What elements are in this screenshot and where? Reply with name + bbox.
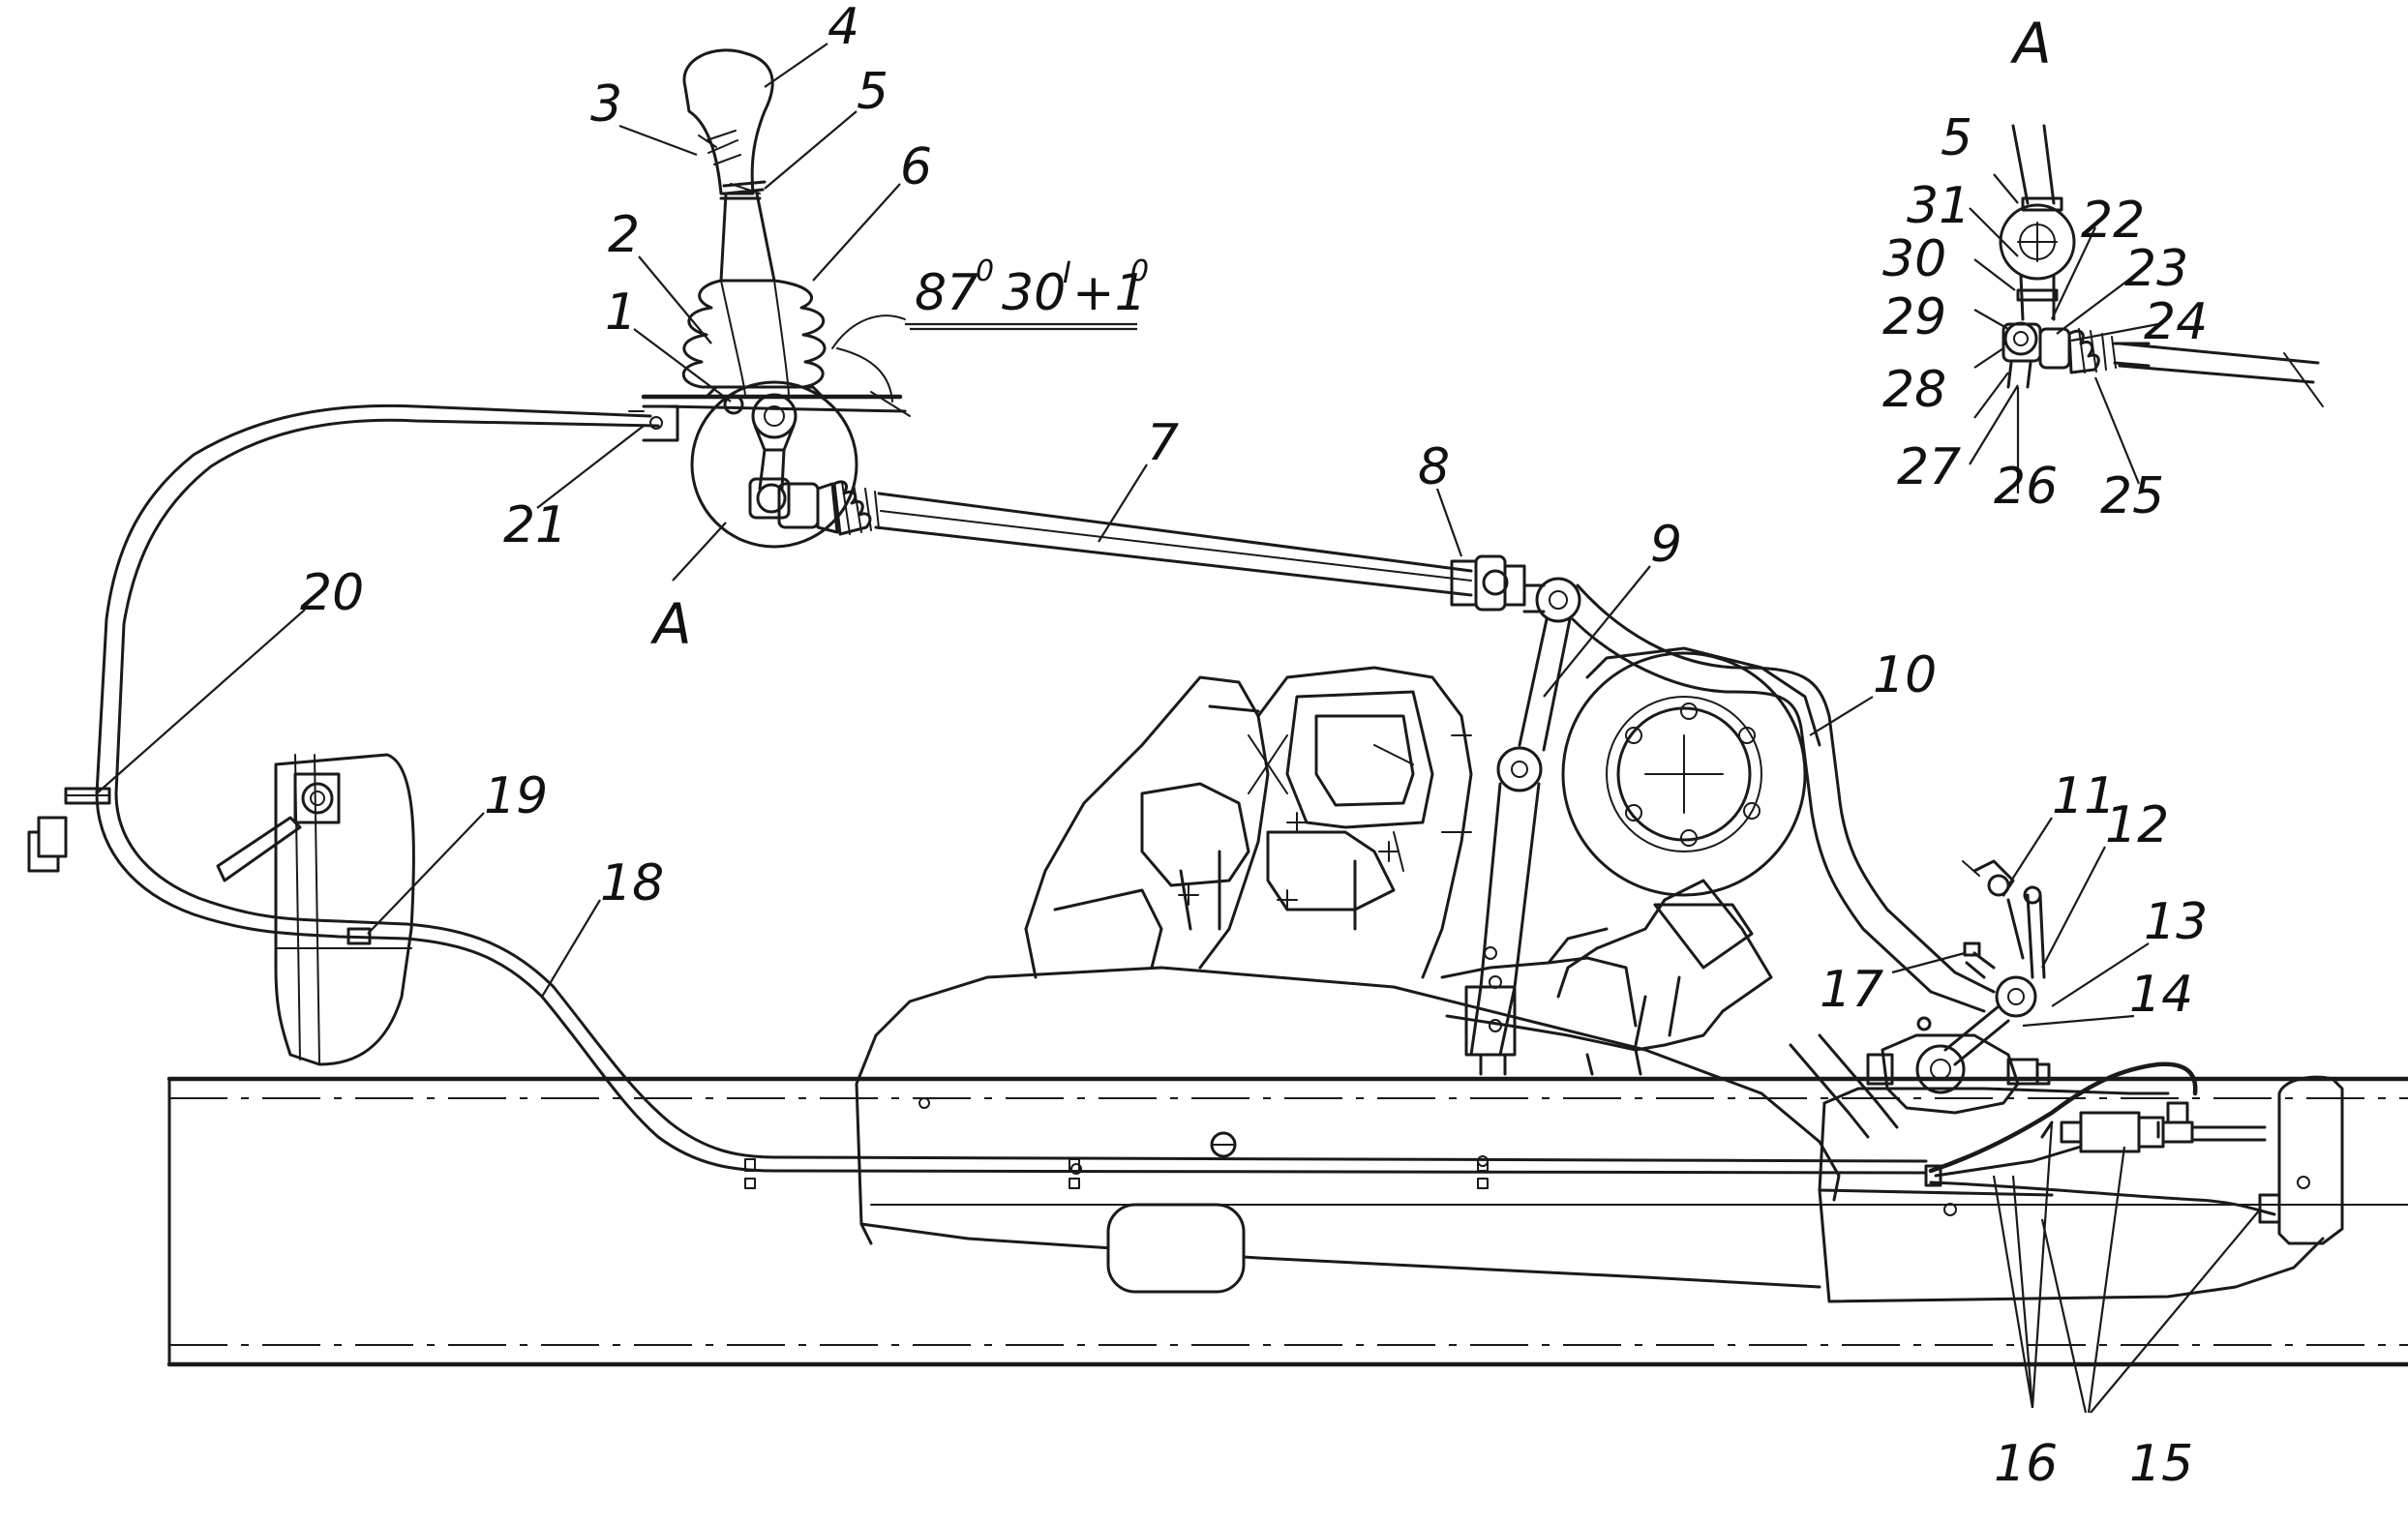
- angle-annotation: 87 0 30 I +1 0: [905, 254, 1149, 326]
- joint-a: [690, 380, 880, 549]
- label-11: 11: [2052, 767, 2116, 825]
- angle-deg-sup: 0: [976, 254, 994, 288]
- label-28: 28: [1882, 361, 1946, 419]
- label-14: 14: [2129, 966, 2193, 1024]
- label-20: 20: [300, 564, 364, 622]
- rod-10: [1571, 583, 1996, 1013]
- pneumatic-cylinder: [1818, 1061, 2344, 1303]
- label-5: 5: [857, 63, 888, 121]
- view-marker-a: A: [649, 591, 692, 657]
- view-marker-a-detail: A: [2009, 11, 2052, 76]
- label-30: 30: [1882, 230, 1946, 288]
- label-17: 17: [1820, 961, 1883, 1019]
- rod-7: [874, 492, 1526, 612]
- label-16: 16: [1994, 1435, 2058, 1493]
- cable-bracket-20: [27, 787, 111, 873]
- leader-lines: [96, 43, 2261, 1414]
- label-7: 7: [1147, 414, 1179, 472]
- label-19: 19: [484, 767, 548, 825]
- detail-view-a: [1999, 124, 2324, 407]
- angle-min-sup: I: [1063, 256, 1071, 290]
- label-9: 9: [1650, 516, 1682, 574]
- cable-18: [95, 403, 1928, 1175]
- label-4: 4: [828, 0, 859, 56]
- label-25: 25: [2100, 467, 2164, 525]
- angle-tol: +1: [1072, 264, 1147, 322]
- label-8: 8: [1418, 438, 1450, 496]
- label-24: 24: [2144, 293, 2208, 351]
- inspection-window: [1106, 1203, 1246, 1294]
- label-22: 22: [2081, 192, 2145, 250]
- turbocharger: [1440, 646, 1899, 1139]
- label-29: 29: [1882, 288, 1946, 346]
- label-2: 2: [608, 206, 640, 264]
- label-31: 31: [1907, 177, 1971, 235]
- angle-deg: 87: [915, 264, 978, 322]
- valve-assembly: [1866, 859, 2051, 1115]
- angle-tol-sup: 0: [1130, 254, 1149, 288]
- label-6: 6: [900, 138, 932, 196]
- label-12: 12: [2105, 796, 2169, 854]
- label-23: 23: [2124, 240, 2188, 298]
- label-18: 18: [600, 854, 664, 912]
- rail-fasteners: [744, 1158, 1489, 1189]
- engine-block: [744, 666, 1841, 1294]
- label-detail-5: 5: [1941, 109, 1972, 167]
- side-cover: [216, 753, 415, 1066]
- label-15: 15: [2129, 1435, 2193, 1493]
- angle-min: 30: [1002, 264, 1066, 322]
- label-3: 3: [590, 75, 622, 134]
- label-26: 26: [1994, 458, 2058, 516]
- label-27: 27: [1897, 438, 1961, 496]
- label-21: 21: [503, 496, 567, 554]
- part-labels: 1 2 3 4 5 6 7 8 9 10 11 12 13 14 15 16 1…: [300, 0, 2208, 1493]
- label-10: 10: [1873, 646, 1937, 704]
- label-13: 13: [2144, 893, 2208, 951]
- label-1: 1: [605, 284, 637, 342]
- linkage-9: [1464, 577, 1581, 1076]
- cable-bracket-21: [628, 404, 679, 442]
